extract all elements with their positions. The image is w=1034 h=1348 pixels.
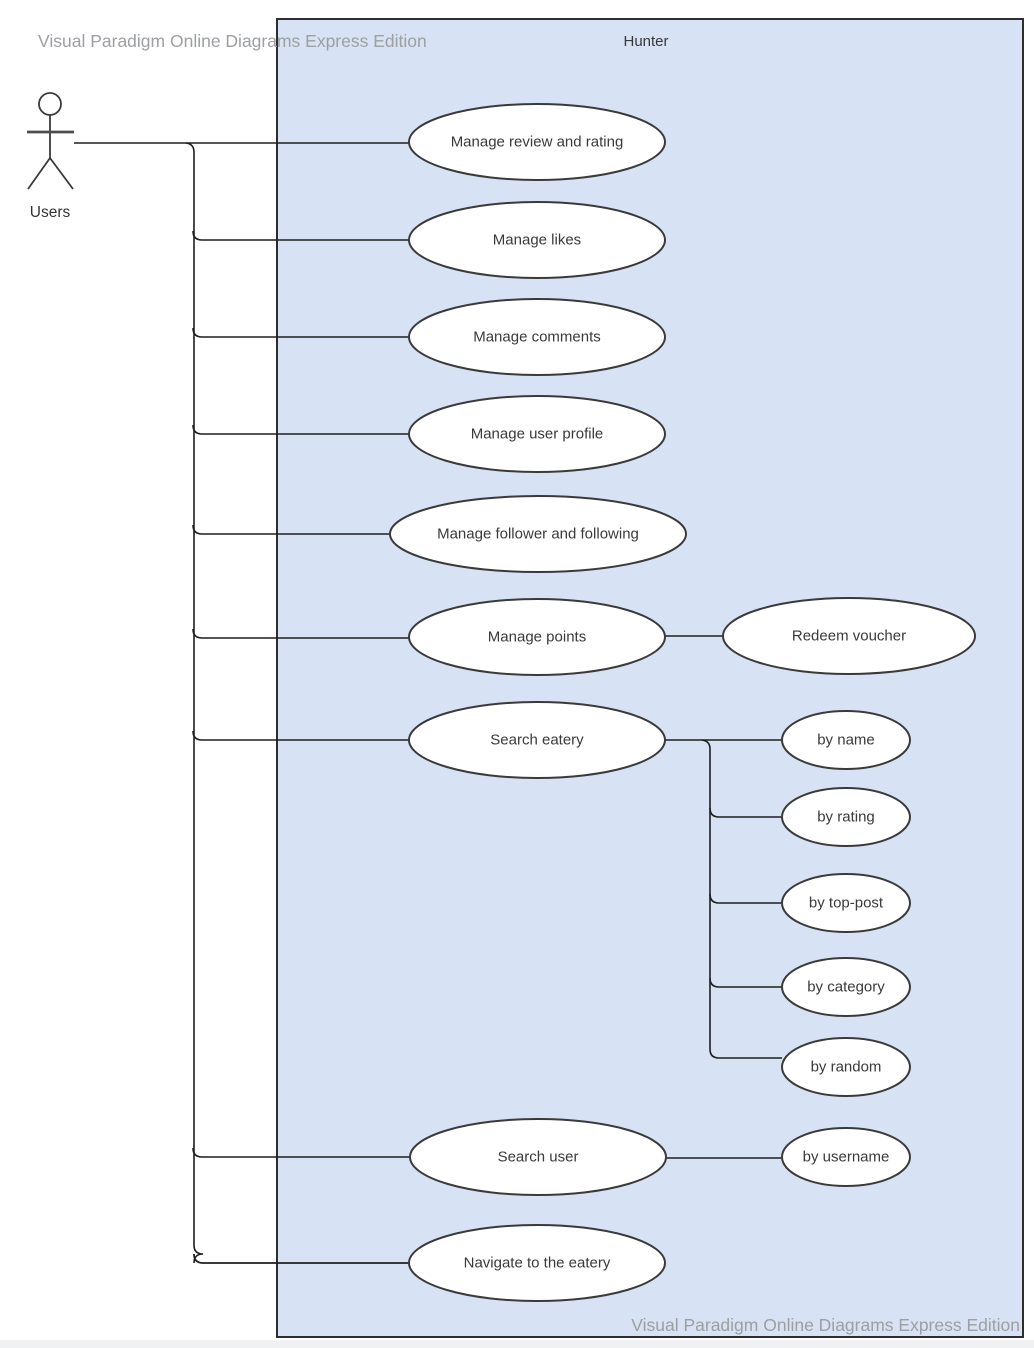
watermark-bottom: Visual Paradigm Online Diagrams Express … [631, 1315, 1020, 1335]
usecase-manage-review-and-rating[interactable]: Manage review and rating [408, 103, 666, 181]
usecase-redeem-voucher[interactable]: Redeem voucher [722, 597, 976, 675]
usecase-search-user[interactable]: Search user [409, 1118, 667, 1196]
usecase-label: Manage comments [473, 329, 601, 346]
usecase-label: Navigate to the eatery [464, 1255, 611, 1272]
usecase-label: Manage user profile [471, 426, 604, 443]
usecase-manage-follower-and-following[interactable]: Manage follower and following [389, 495, 687, 573]
actor-label: Users [30, 204, 71, 221]
usecase-manage-comments[interactable]: Manage comments [408, 298, 666, 376]
usecase-label: by name [817, 732, 875, 749]
usecase-label: by top-post [809, 895, 884, 912]
association-lines-search-eatery[interactable] [665, 739, 782, 1059]
usecase-label: by rating [817, 809, 875, 826]
usecase-by-username[interactable]: by username [781, 1127, 911, 1187]
usecase-manage-user-profile[interactable]: Manage user profile [408, 395, 666, 473]
page-bottom-strip [0, 1340, 1034, 1348]
usecase-by-category[interactable]: by category [781, 957, 911, 1017]
usecase-label: Search user [498, 1149, 579, 1166]
usecase-label: Manage likes [493, 232, 581, 249]
usecase-by-random[interactable]: by random [781, 1037, 911, 1097]
usecase-label: by username [803, 1149, 890, 1166]
usecase-search-eatery[interactable]: Search eatery [408, 701, 666, 779]
usecase-by-top-post[interactable]: by top-post [781, 873, 911, 933]
usecase-manage-likes[interactable]: Manage likes [408, 201, 666, 279]
usecase-label: by category [807, 979, 885, 996]
system-boundary-label: Hunter [623, 33, 668, 50]
usecase-navigate-to-the-eatery[interactable]: Navigate to the eatery [408, 1224, 666, 1302]
usecase-label: Manage points [488, 629, 586, 646]
usecase-label: Manage review and rating [451, 134, 624, 151]
usecase-manage-points[interactable]: Manage points [408, 598, 666, 676]
actor-head-icon [38, 92, 62, 116]
actor-users[interactable]: Users [27, 92, 74, 221]
watermark-top: Visual Paradigm Online Diagrams Express … [38, 31, 427, 51]
usecase-label: Search eatery [490, 732, 584, 749]
usecase-label: by random [811, 1059, 882, 1076]
association-lines-actor[interactable] [74, 142, 410, 1264]
usecase-label: Manage follower and following [437, 526, 639, 543]
usecase-by-name[interactable]: by name [781, 710, 911, 770]
usecase-label: Redeem voucher [792, 628, 906, 645]
usecase-by-rating[interactable]: by rating [781, 787, 911, 847]
